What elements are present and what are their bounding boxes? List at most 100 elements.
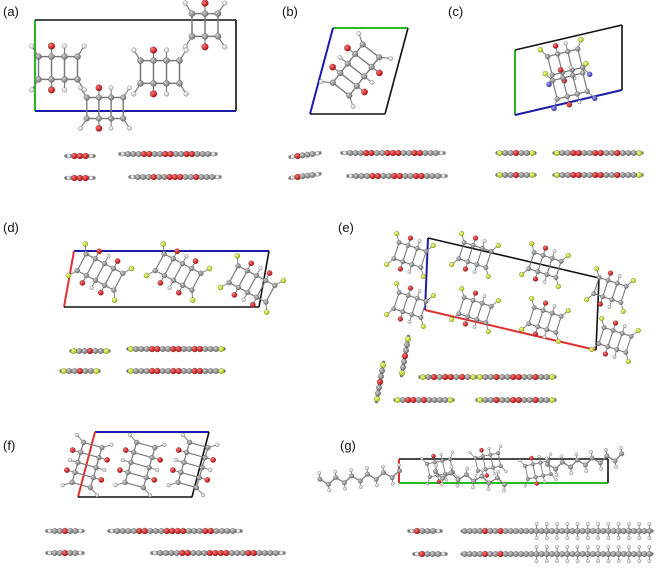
- bond: [555, 260, 562, 279]
- atom-c: [261, 550, 268, 556]
- atom-h: [552, 304, 557, 308]
- atom-c: [213, 528, 220, 534]
- atom-o: [597, 301, 604, 307]
- atom-h: [637, 559, 642, 563]
- atom-o: [532, 276, 539, 282]
- atom-c: [568, 464, 574, 470]
- bond: [593, 276, 600, 295]
- molecule-edge-on: [288, 151, 322, 160]
- atom-h: [60, 483, 65, 488]
- atom-c: [429, 551, 436, 557]
- atom-c: [625, 172, 632, 178]
- atom-o: [442, 373, 449, 381]
- atom-f: [70, 348, 77, 354]
- bond: [393, 291, 400, 310]
- atom-c: [403, 347, 409, 354]
- atom-c: [170, 277, 177, 284]
- panel-c: (c): [448, 4, 644, 179]
- panel-a: (a): [3, 0, 237, 182]
- atom-h: [486, 487, 491, 491]
- atom-f: [65, 272, 72, 279]
- atom-c: [67, 528, 74, 534]
- atom-c: [608, 172, 615, 178]
- atom-c: [619, 150, 626, 156]
- atom-c: [406, 150, 413, 156]
- atom-c: [256, 550, 263, 556]
- atom-c: [502, 528, 509, 534]
- atom-o: [416, 149, 423, 157]
- unit-cell-g: [398, 458, 609, 484]
- atom-o: [391, 172, 398, 180]
- atom-c: [96, 454, 102, 461]
- atom-h: [617, 274, 622, 278]
- bond: [113, 272, 124, 291]
- atom-h: [417, 289, 422, 293]
- atom-o: [148, 345, 156, 353]
- bond: [620, 285, 627, 304]
- bond: [82, 441, 103, 449]
- atom-o: [86, 347, 94, 355]
- atom-c: [436, 374, 443, 380]
- atom-h: [607, 305, 612, 309]
- atom-h: [482, 239, 487, 243]
- atom-f: [384, 311, 390, 318]
- bond: [163, 258, 174, 277]
- atom-c: [119, 528, 126, 534]
- molecule: [449, 286, 501, 334]
- atom-c: [433, 468, 438, 474]
- atom-c: [518, 172, 525, 178]
- atom-c: [526, 397, 533, 403]
- atom-h: [496, 470, 500, 474]
- atom-c: [178, 151, 185, 157]
- atom-c: [182, 174, 189, 180]
- atom-h: [542, 480, 547, 484]
- atom-h: [565, 536, 570, 540]
- atom-o: [542, 300, 549, 306]
- atom-o: [154, 367, 161, 375]
- atom-h: [407, 320, 412, 324]
- atom-o: [71, 152, 78, 160]
- atom-c: [92, 256, 98, 262]
- atom-o: [217, 549, 224, 557]
- atom-h: [482, 294, 487, 298]
- atom-c: [504, 374, 511, 380]
- molecule: [384, 281, 436, 329]
- atom-c: [95, 94, 102, 101]
- atom-c: [161, 174, 168, 180]
- atom-c: [480, 454, 485, 459]
- atom-c: [538, 528, 545, 534]
- atom-c: [133, 368, 139, 374]
- cell-edge: [514, 24, 623, 51]
- atom-f: [553, 172, 560, 178]
- atom-h: [337, 55, 343, 60]
- atom-c: [559, 551, 566, 557]
- atom-c: [147, 528, 154, 534]
- atom-o: [389, 149, 397, 157]
- atom-c: [491, 465, 496, 470]
- atom-c: [399, 397, 406, 403]
- atom-h: [127, 125, 132, 131]
- bond: [546, 55, 553, 76]
- atom-h: [575, 545, 580, 549]
- atom-c: [389, 475, 395, 481]
- atom-o: [384, 149, 391, 157]
- atom-c: [190, 550, 197, 556]
- atom-h: [534, 522, 539, 526]
- atom-h: [420, 457, 424, 461]
- atom-c: [430, 528, 436, 534]
- atom-c: [429, 173, 436, 179]
- atom-c: [422, 150, 429, 156]
- atom-c: [604, 453, 610, 459]
- atom-c: [528, 551, 535, 557]
- molecule-edge-on: [69, 347, 111, 355]
- atom-h: [434, 463, 438, 468]
- atom-c: [512, 528, 519, 534]
- atom-c: [641, 528, 648, 534]
- atom-c: [99, 444, 105, 451]
- atom-c: [569, 528, 576, 534]
- atom-o: [248, 260, 255, 267]
- bond: [582, 72, 589, 93]
- atom-h: [555, 545, 559, 549]
- atom-c: [479, 300, 485, 306]
- atom-h: [356, 31, 362, 36]
